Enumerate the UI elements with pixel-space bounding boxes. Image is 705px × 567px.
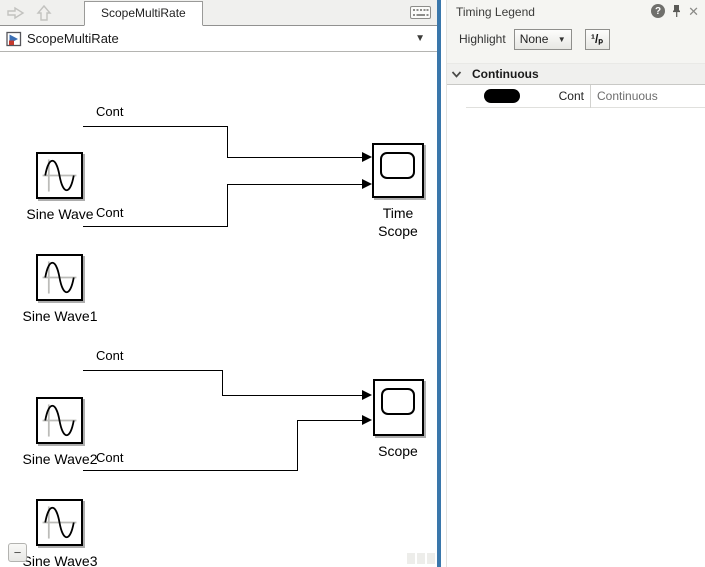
block-label-sine-wave2[interactable]: Sine Wave2 bbox=[22, 451, 98, 467]
sine-wave-icon bbox=[42, 159, 77, 192]
pin-icon[interactable] bbox=[672, 4, 681, 18]
model-icon bbox=[6, 31, 22, 46]
up-button[interactable] bbox=[32, 3, 56, 23]
block-label-scope[interactable]: Scope bbox=[378, 443, 418, 459]
panel-title: Timing Legend bbox=[456, 5, 535, 19]
close-icon[interactable]: ✕ bbox=[688, 3, 699, 19]
sample-time-label: Cont bbox=[96, 205, 124, 220]
wire-segment[interactable] bbox=[227, 184, 228, 227]
breadcrumb: ScopeMultiRate ▼ bbox=[0, 26, 437, 52]
scope-screen-icon bbox=[381, 388, 415, 415]
sine-wave-icon bbox=[42, 506, 77, 539]
sine-wave-icon bbox=[42, 404, 77, 437]
highlight-row: Highlight None ▼ ¹/ₚ bbox=[447, 22, 705, 56]
block-time-scope[interactable] bbox=[372, 143, 424, 198]
tab-bar: ScopeMultiRate bbox=[0, 0, 437, 26]
legend-description: Continuous bbox=[597, 89, 658, 103]
period-toggle-button[interactable]: ¹/ₚ bbox=[584, 28, 610, 50]
scrollbar-grip[interactable] bbox=[407, 553, 435, 564]
chevron-down-icon[interactable] bbox=[451, 70, 462, 79]
input-port-arrow bbox=[362, 390, 372, 400]
model-canvas[interactable]: Sine Wave Cont Sine Wave1 Cont bbox=[0, 52, 437, 567]
scope-screen-icon bbox=[380, 152, 415, 179]
sample-time-label: Cont bbox=[96, 348, 124, 363]
hide-explorer-button[interactable]: − bbox=[8, 543, 27, 562]
keyboard-shortcuts-button[interactable] bbox=[410, 6, 431, 19]
wire-segment[interactable] bbox=[297, 420, 298, 471]
input-port-arrow bbox=[362, 152, 372, 162]
pane-splitter[interactable] bbox=[437, 0, 441, 567]
sample-time-label: Cont bbox=[96, 104, 124, 119]
chevron-down-icon: ▼ bbox=[557, 34, 566, 44]
section-title: Continuous bbox=[472, 67, 539, 81]
model-editor-pane: ScopeMultiRate ScopeMultiRate ▼ bbox=[0, 0, 437, 567]
color-swatch bbox=[484, 89, 520, 103]
panel-divider bbox=[447, 56, 705, 64]
wire-segment[interactable] bbox=[227, 126, 228, 157]
sine-wave-icon bbox=[42, 261, 77, 294]
forward-button[interactable] bbox=[4, 3, 28, 23]
wire-segment[interactable] bbox=[83, 370, 223, 371]
wire-segment[interactable] bbox=[83, 470, 298, 471]
section-header-continuous[interactable]: Continuous bbox=[447, 64, 705, 85]
sample-time-label: Cont bbox=[96, 450, 124, 465]
wire-segment[interactable] bbox=[222, 395, 362, 396]
help-icon[interactable]: ? bbox=[651, 4, 666, 18]
highlight-dropdown-value: None bbox=[519, 32, 549, 46]
tab-label: ScopeMultiRate bbox=[101, 6, 186, 20]
legend-code: Cont bbox=[558, 89, 584, 103]
wire-segment[interactable] bbox=[227, 157, 362, 158]
tab-scopemultirate[interactable]: ScopeMultiRate bbox=[84, 0, 203, 26]
block-label-sine-wave1[interactable]: Sine Wave1 bbox=[22, 308, 98, 324]
forward-arrow-icon bbox=[7, 6, 25, 19]
minus-icon: − bbox=[13, 545, 22, 560]
block-sine-wave3[interactable] bbox=[36, 499, 83, 546]
highlight-dropdown[interactable]: None ▼ bbox=[513, 28, 572, 50]
wire-segment[interactable] bbox=[297, 420, 362, 421]
wire-segment[interactable] bbox=[227, 184, 362, 185]
block-label-sine-wave3[interactable]: Sine Wave3 bbox=[22, 553, 98, 567]
chevron-down-icon[interactable]: ▼ bbox=[415, 33, 425, 44]
highlight-label: Highlight bbox=[459, 32, 506, 46]
input-port-arrow bbox=[362, 415, 372, 425]
legend-row[interactable]: Cont Continuous bbox=[466, 84, 705, 108]
block-label-time-scope[interactable]: Time Scope bbox=[378, 205, 418, 239]
column-divider bbox=[590, 84, 591, 108]
block-sine-wave[interactable] bbox=[36, 152, 83, 199]
block-sine-wave1[interactable] bbox=[36, 254, 83, 301]
timing-legend-body: Timing Legend ? ✕ Highlight None ▼ ¹ bbox=[446, 0, 705, 567]
keyboard-icon bbox=[410, 6, 431, 19]
block-sine-wave2[interactable] bbox=[36, 397, 83, 444]
timing-legend-panel: Timing Legend ? ✕ Highlight None ▼ ¹ bbox=[441, 0, 705, 567]
up-arrow-icon bbox=[36, 4, 52, 21]
wire-segment[interactable] bbox=[83, 126, 228, 127]
block-scope[interactable] bbox=[373, 379, 424, 436]
wire-segment[interactable] bbox=[83, 226, 228, 227]
wire-segment[interactable] bbox=[222, 370, 223, 395]
block-label-sine-wave[interactable]: Sine Wave bbox=[26, 206, 94, 222]
breadcrumb-model-name[interactable]: ScopeMultiRate bbox=[27, 31, 119, 46]
panel-header: Timing Legend ? ✕ bbox=[447, 0, 705, 22]
input-port-arrow bbox=[362, 179, 372, 189]
